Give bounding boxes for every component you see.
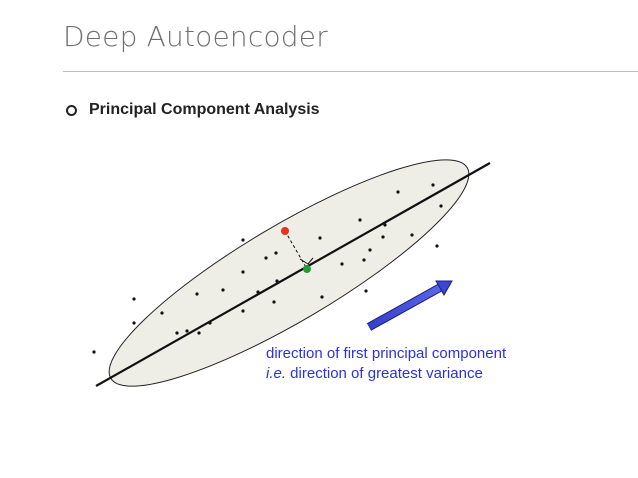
data-point (364, 289, 368, 293)
data-point (439, 204, 443, 208)
data-point (435, 244, 439, 248)
data-point (241, 309, 245, 313)
data-point (383, 223, 387, 227)
caption-line-1: direction of first principal component (266, 345, 507, 362)
principal-axis-line (95, 162, 491, 387)
data-point (92, 350, 96, 354)
data-point (274, 251, 278, 255)
data-point (362, 258, 366, 262)
data-point (241, 238, 245, 242)
caption-emphasis: i.e. (266, 365, 287, 382)
data-point (368, 248, 372, 252)
data-point (431, 183, 435, 187)
projected-point (303, 265, 311, 273)
data-point (358, 218, 362, 222)
data-point (275, 279, 279, 283)
data-point (195, 292, 199, 296)
projection-dashed-line (284, 230, 308, 270)
data-point (320, 295, 324, 299)
data-point (318, 236, 322, 240)
bullet-item: Principal Component Analysis (66, 99, 320, 121)
data-point (197, 331, 201, 335)
data-point (256, 290, 260, 294)
direction-arrow-icon (366, 280, 453, 331)
data-point (175, 331, 179, 335)
data-point (160, 311, 164, 315)
data-point (221, 288, 225, 292)
arrow-caption: direction of first principal component i… (266, 344, 506, 384)
data-point (208, 321, 212, 325)
caption-line-2-text: direction of greatest variance (286, 365, 483, 382)
data-point (381, 235, 385, 239)
bullet-text: Principal Component Analysis (89, 101, 320, 118)
outlier-data-point (281, 227, 289, 235)
data-point (272, 300, 276, 304)
data-points (92, 183, 443, 354)
data-point (340, 262, 344, 266)
title-divider (63, 71, 638, 72)
data-point (396, 190, 400, 194)
data-point (132, 321, 136, 325)
data-point (132, 297, 136, 301)
data-point (241, 270, 245, 274)
data-point (264, 256, 268, 260)
caption-line-2: i.e. direction of greatest variance (266, 364, 506, 384)
slide-title: Deep Autoencoder (63, 20, 328, 53)
bullet-circle-icon (66, 104, 77, 116)
data-point (410, 233, 414, 237)
right-angle-marker (299, 257, 314, 265)
data-point (185, 329, 189, 333)
